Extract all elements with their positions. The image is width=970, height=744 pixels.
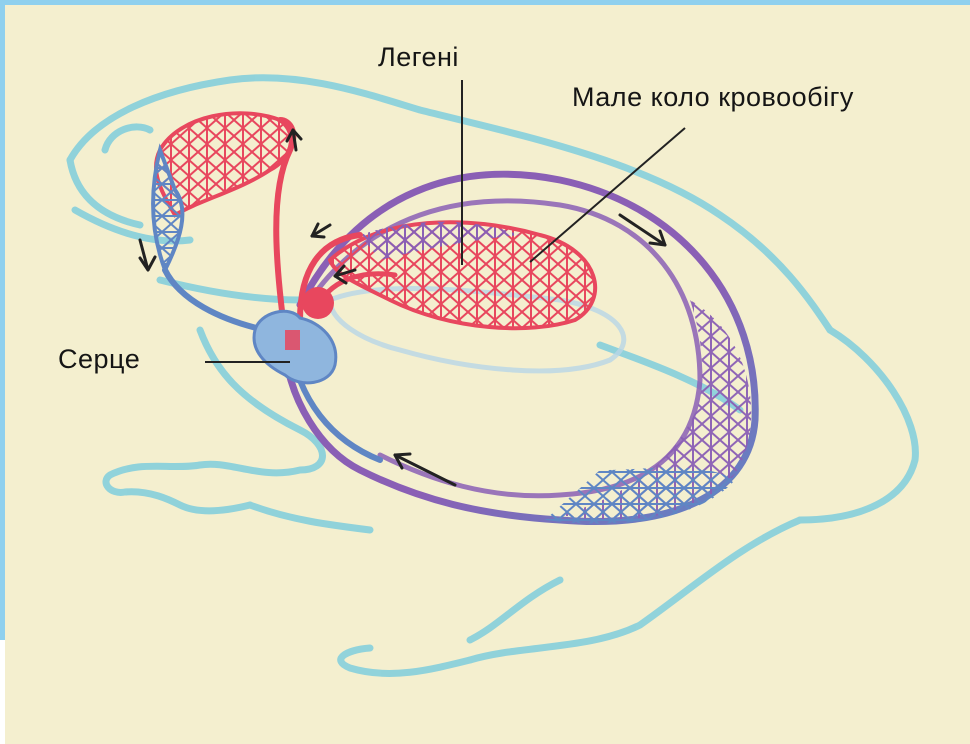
head-capillaries [153,113,291,270]
systemic-loop [285,174,755,523]
label-lungs: Легені [378,42,459,72]
arrow-icon [140,240,155,270]
label-heart: Серце [58,344,140,374]
arrow-icon [312,224,330,237]
label-pulmonary-circulation: Мале коло кровообігу [572,82,854,112]
arrow-icon [395,454,455,485]
